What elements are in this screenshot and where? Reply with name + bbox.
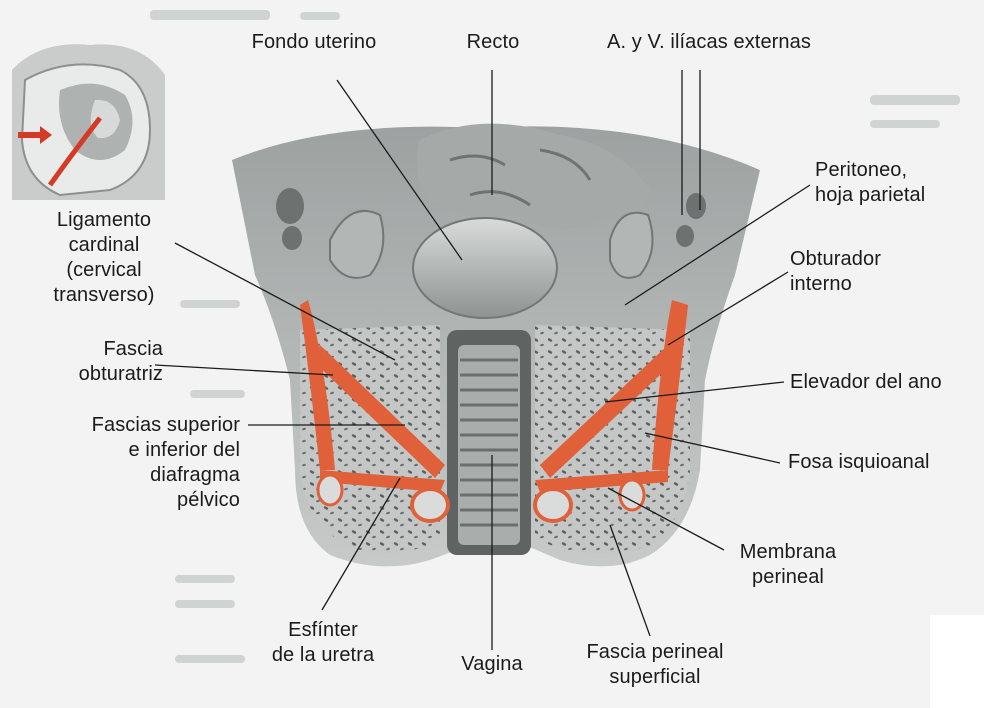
label-peritoneo: Peritoneo, hoja parietal [815, 159, 926, 206]
background-page [150, 10, 984, 708]
label-vagina: Vagina [461, 653, 523, 675]
inset-thumbnail [12, 44, 165, 201]
label-iliacas: A. y V. ilíacas externas [607, 31, 811, 53]
label-fondo-uterino: Fondo uterino [251, 31, 377, 53]
label-recto: Recto [466, 31, 520, 53]
label-esfinter: Esfínter de la uretra [271, 619, 375, 666]
leader-lines [154, 70, 811, 650]
label-membrana: Membrana perineal [739, 541, 837, 588]
label-fascias: Fascias superior e inferior del diafragm… [91, 414, 240, 511]
inset-arrow-icon [18, 126, 52, 144]
inset-red-line [47, 116, 102, 187]
label-elevador: Elevador del ano [790, 371, 942, 393]
pelvis-section [232, 123, 760, 567]
label-obturador-interno: Obturador interno [790, 248, 881, 295]
label-fosa: Fosa isquioanal [788, 451, 930, 473]
label-fascia-perineal: Fascia perineal superficial [586, 641, 724, 688]
label-ligamento-cardinal: Ligamento cardinal (cervical transverso) [53, 209, 155, 306]
label-fascia-obturatriz: Fascia obturatriz [78, 338, 163, 385]
uterine-fundus [412, 217, 558, 319]
